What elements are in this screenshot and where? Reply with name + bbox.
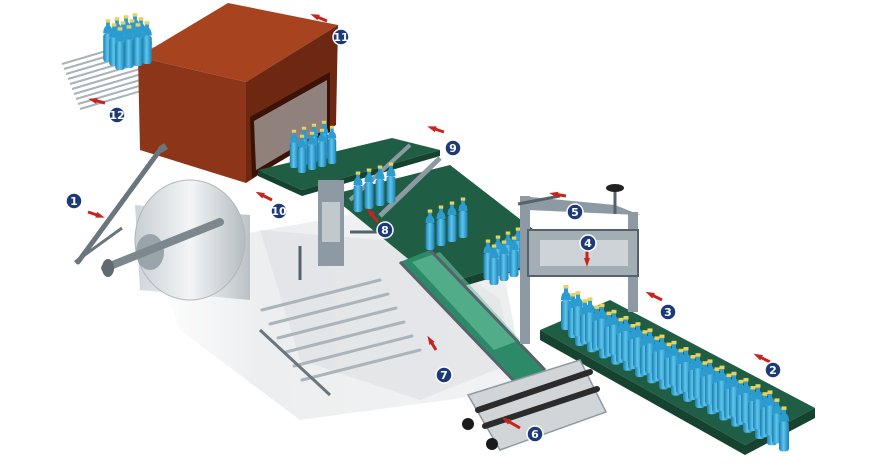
marker-9: 9 [444,139,462,157]
marker-7: 7 [435,366,453,384]
marker-label: 8 [381,224,389,237]
marker-4: 4 [579,234,597,252]
marker-3: 3 [659,303,677,321]
rack-roller [292,334,414,368]
marker-badge [435,366,453,384]
marker-label: 7 [440,369,448,382]
marker-label: 2 [769,364,777,377]
marker-badge [566,203,584,221]
flow-arrow [645,291,663,302]
marker-badge [764,361,782,379]
film-feed-rollers [462,359,608,451]
film-unwinder [74,143,250,301]
marker-badge [270,202,288,220]
marker-11: 11 [332,28,350,46]
marker-label: 12 [109,109,124,122]
film-lift-conveyor [398,248,547,384]
exit-bottle-pack [103,13,152,70]
marker-8: 8 [376,221,394,239]
flow-arrow [427,335,438,351]
flow-arrows [87,14,771,430]
film-roller-rack [258,278,422,397]
marker-label: 10 [271,205,287,218]
marker-badge [332,28,350,46]
flow-arrow [427,126,445,134]
marker-badge [659,303,677,321]
flow-arrow [501,417,521,430]
marker-12: 12 [108,106,126,124]
shrink-tunnel [138,3,338,183]
marker-badge [526,425,544,443]
rack-roller [268,292,390,326]
rack-frame [258,328,332,397]
marker-label: 5 [571,206,579,219]
marker-label: 6 [531,428,539,441]
marker-badge [579,234,597,252]
rack-roller [276,306,398,340]
rack-roller [300,348,422,382]
marker-5: 5 [566,203,584,221]
rack-roller [284,320,406,354]
flow-arrow [255,191,273,202]
flow-arrow [549,191,567,198]
flow-arrow [87,210,105,218]
marker-label: 1 [70,195,78,208]
flow-arrow [366,208,380,223]
marker-label: 11 [333,31,348,44]
marker-label: 3 [664,306,672,319]
marker-label: 9 [449,142,457,155]
marker-2: 2 [764,361,782,379]
marker-label: 4 [584,237,592,250]
rack-roller [260,278,382,312]
marker-10: 10 [270,202,288,220]
marker-1: 1 [65,192,83,210]
flow-arrow [310,14,328,23]
flow-arrow [88,98,106,105]
marker-badge [108,106,126,124]
marker-6: 6 [526,425,544,443]
marker-badge [376,221,394,239]
marker-badge [444,139,462,157]
marker-badge [65,192,83,210]
flow-arrow [753,353,771,364]
